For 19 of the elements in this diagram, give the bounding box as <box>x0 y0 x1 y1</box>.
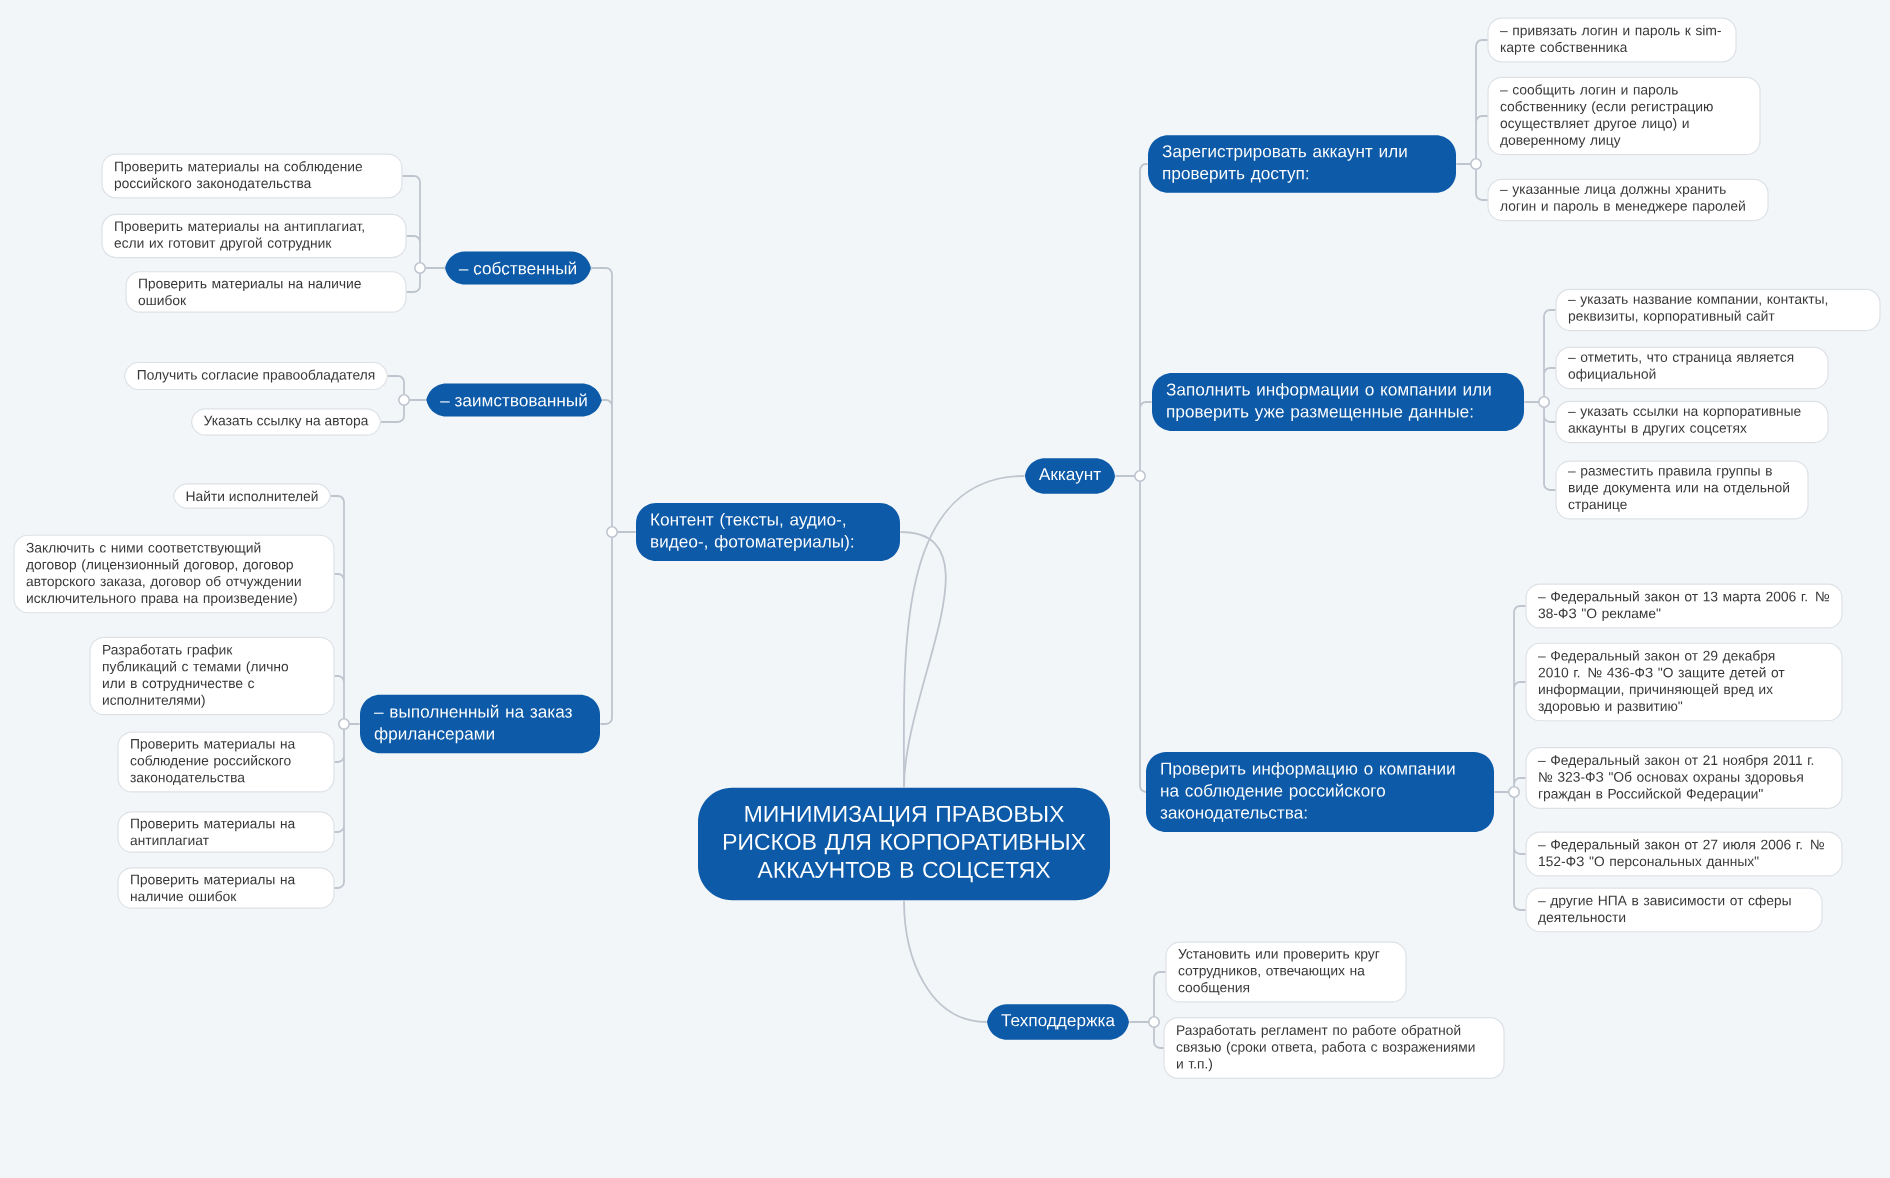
topic-box: Заполнить информации о компании или проверить уже размещенные данные: <box>1152 372 1524 431</box>
connector-line <box>380 375 427 423</box>
topic-box: Аккаунт <box>1024 458 1116 494</box>
topic-box: Зарегистрировать аккаунт или проверить доступ: <box>1148 135 1456 193</box>
topic-box: Контент (тексты, аудио-, видео-, фотоматериалы): <box>636 502 900 561</box>
connector-line <box>1523 309 1557 491</box>
connector-line <box>401 175 446 293</box>
connector-line <box>1128 971 1167 1049</box>
connector-line <box>1114 163 1153 793</box>
topic-box: Проверить информацию о компании на соблюдение российского законодательства: <box>1146 752 1494 832</box>
connector-line <box>1493 605 1527 911</box>
connector-line <box>903 899 988 1023</box>
connector-line <box>1455 39 1489 201</box>
connector-line <box>902 475 1026 789</box>
topic-box: – выполненный на заказ фрилансерами <box>360 694 600 754</box>
central-topic-box: МИНИМИЗАЦИЯ ПРАВОВЫХ РИСКОВ ДЛЯ КОРПОРАТИВНЫХ АККАУНТОВ В СОЦСЕТЯХ <box>698 787 1110 901</box>
topic-box: Техподдержка <box>987 1004 1129 1040</box>
connector-line <box>590 267 637 725</box>
connector-line <box>330 495 361 889</box>
